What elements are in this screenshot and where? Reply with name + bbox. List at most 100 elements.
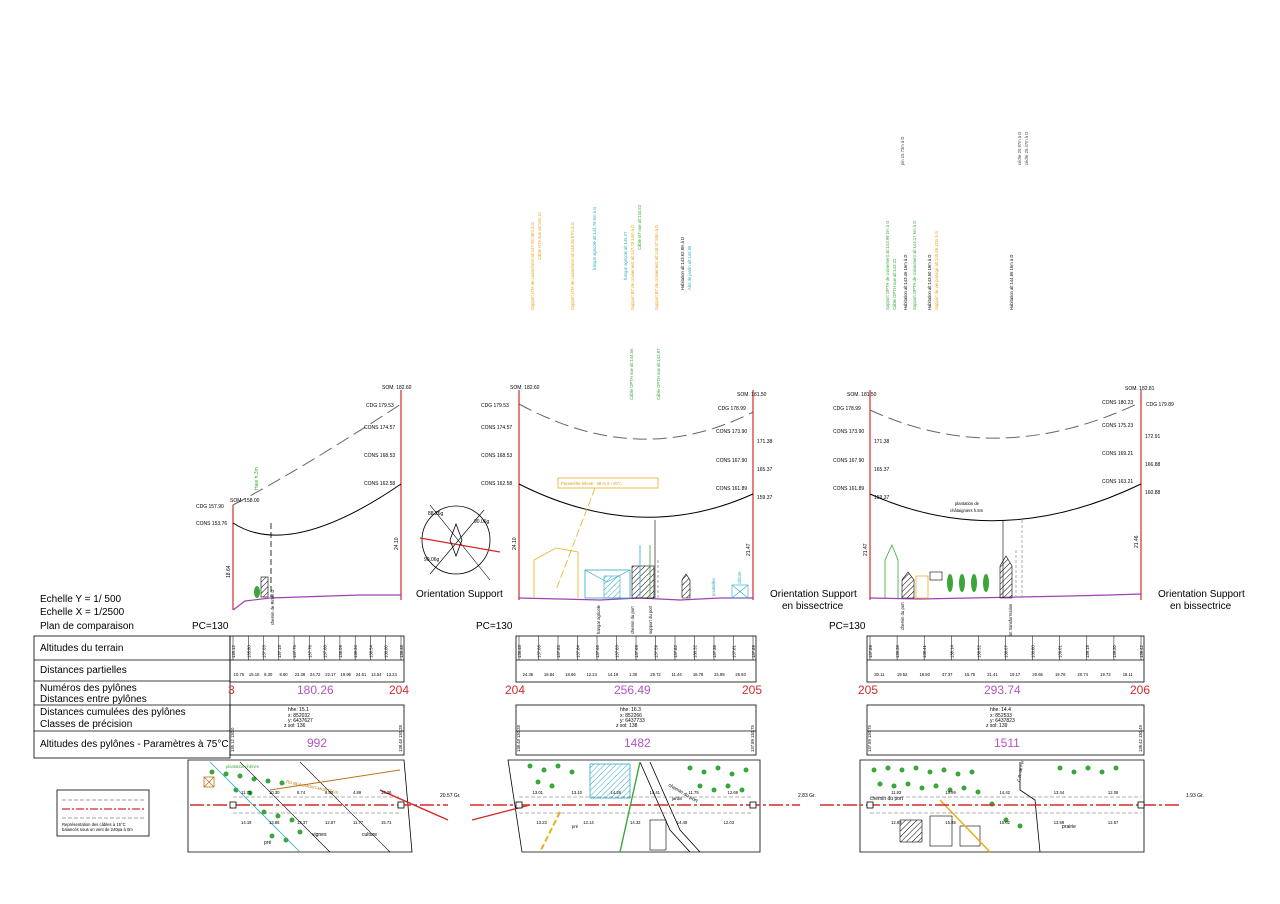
terrain-altitude: 137.89 <box>868 645 873 658</box>
span1-cumul: 992 <box>307 736 327 750</box>
obstacle-annotation: hangar agricole alt:144.79 5m à G <box>592 207 597 270</box>
map-distance: 14.19 <box>241 820 252 825</box>
map-distance: 11.93 <box>891 790 902 795</box>
span3-cons-left-2: CONS 167.90 <box>833 458 864 464</box>
partial-distance: 30.11 <box>874 672 885 677</box>
span3-pylon-right-number: 206 <box>1130 683 1150 697</box>
span3-rextra-3: 160.88 <box>1145 490 1161 496</box>
terrain-altitude: 137.59 <box>654 645 659 658</box>
orientation-label-3b: en bissectrice <box>1170 601 1232 612</box>
scale-y: Echelle Y = 1/ 500 <box>40 594 122 605</box>
key-line1: Représentation des câbles à 15°C <box>62 822 126 827</box>
terrain-altitude: 138.41 <box>922 645 927 658</box>
obstacle-annotation: Habitation alt:143.46 16m à D <box>903 255 908 310</box>
span-3: SOM. 181.50 CDG 178.99 CONS 173.90 CONS … <box>820 132 1245 853</box>
terrain-altitude: 137.69 <box>634 645 639 658</box>
map-distance: 13.01 <box>533 790 544 795</box>
partial-distance: 19.73 <box>1100 672 1111 677</box>
partial-distance: 21.41 <box>987 672 998 677</box>
partial-distance: 18.78 <box>693 672 704 677</box>
map-distance: 11.77 <box>353 820 364 825</box>
map-distance: 13.10 <box>572 790 583 795</box>
map-distance: 13.37 <box>297 820 308 825</box>
span2-cdg-left: CDG 179.53 <box>481 403 509 409</box>
span2-pylon-left-number: 204 <box>505 683 525 697</box>
orientation-label-2: Orientation Support <box>770 589 857 600</box>
terrain-altitude: 137.75 <box>292 645 297 658</box>
partial-distance: 19.50 <box>919 672 930 677</box>
map-distance: 8.74 <box>297 790 306 795</box>
span2-pyl-alt-right: 137.89 130.75 <box>750 725 755 752</box>
partial-distance: 14.19 <box>608 672 619 677</box>
span-2: SOM. 182.60 CDG 179.53 CONS 174.57 CONS … <box>470 204 857 853</box>
terrain-altitude: 138.09 <box>338 645 343 658</box>
span2-map-pre: pré <box>572 824 579 829</box>
partial-distance: 19.52 <box>897 672 908 677</box>
terrain-altitude: 137.38 <box>712 645 717 658</box>
terrain-altitude: 138.52 <box>976 645 981 658</box>
span1-map-vignes: vignes <box>312 832 327 838</box>
orientation-label-3: Orientation Support <box>1158 589 1245 600</box>
map-distance: 14.99 <box>945 790 956 795</box>
span3-pc: PC=130 <box>829 621 866 632</box>
terrain-altitude: 138.67 <box>1004 645 1009 658</box>
terrain-altitude: 137.15 <box>277 645 282 658</box>
map-distance: 14.48 <box>677 820 688 825</box>
span1-pyl-alt-left: 135.12 130.0 <box>230 727 235 752</box>
span1-cons-right-2: CONS 168.53 <box>364 453 395 459</box>
map-distance: 12.87 <box>325 820 336 825</box>
span2-gr: 2.83 Gr. <box>798 793 816 799</box>
row-altitudes-pylones: Altitudes des pylônes - Paramètres à 75°… <box>40 739 229 750</box>
terrain-altitude: 135.80 <box>246 645 251 658</box>
obstacle-annotation: Support de vie protégé alt:145.69 12m à … <box>934 231 939 310</box>
terrain-altitude: 138.32 <box>693 645 698 658</box>
terrain-altitude: 139.01 <box>1058 645 1063 658</box>
span2-landmark-poubelles: poubelles <box>711 578 716 596</box>
map-distance: 14.41 <box>650 790 661 795</box>
terrain-altitude: 137.81 <box>732 645 737 658</box>
terrain-altitude: 138.38 <box>895 645 900 658</box>
row-altitudes-terrain: Altitudes du terrain <box>40 643 123 654</box>
partial-distance: 13.24 <box>386 672 397 677</box>
obstacle-annotation: Support HTA de croisement alt:148.25 67m… <box>570 222 575 310</box>
terrain-altitude: 138.48 <box>517 645 522 658</box>
span2-cons-right-1: CONS 173.90 <box>716 429 747 435</box>
terrain-altitude: 137.76 <box>307 645 312 658</box>
partial-distance: 20.66 <box>1032 672 1043 677</box>
partial-distance: 25.93 <box>735 672 746 677</box>
legend-labels: Echelle Y = 1/ 500 Echelle X = 1/2500 Pl… <box>33 594 231 759</box>
span3-cons-left-1: CONS 173.90 <box>833 429 864 435</box>
span2-extra-2: 165.37 <box>757 467 773 473</box>
span2-cons-left-1: CONS 174.57 <box>481 425 512 431</box>
scale-x: Echelle X = 1/2500 <box>40 607 125 618</box>
span3-cdg-left: CDG 178.99 <box>833 406 861 412</box>
span3-plan-map: chemin du port C.R. de Fer prairie 1.93 … <box>820 759 1204 853</box>
terrain-altitude: 137.83 <box>615 645 620 658</box>
span3-map-cr: C.R. de Fer <box>1016 759 1025 782</box>
partial-distance: 11.44 <box>672 672 683 677</box>
span1-coord-x: x: 852032 <box>288 713 310 719</box>
partial-distance: 20.74 <box>1078 672 1089 677</box>
terrain-altitude: 137.03 <box>262 645 267 658</box>
terrain-altitude: 139.15 <box>1085 645 1090 658</box>
span2-landmark-chemin: chemin du port <box>630 605 635 634</box>
obstacle-annotation: Support OPTH de croisement alt:144.17 6m… <box>912 221 917 310</box>
terrain-altitude: 137.68 <box>537 645 542 658</box>
map-distance: 12.06 <box>1108 790 1119 795</box>
partial-distance: 10.75 <box>234 672 245 677</box>
orientation-label-2b: en bissectrice <box>782 601 844 612</box>
terrain-altitude: 138.80 <box>384 645 389 658</box>
map-distance: 14.28 <box>611 790 622 795</box>
partial-distance: 8.60 <box>279 672 288 677</box>
terrain-altitude: 137.89 <box>751 645 756 658</box>
row-distances-cumulees: Distances cumulées des pylônes <box>40 707 186 718</box>
span2-landmark-support: support du port <box>648 605 653 634</box>
span1-cdg-left: CDG 157.90 <box>196 504 224 510</box>
obstacle-annotation: Support BT de croisement alt:148.57 58m … <box>654 225 659 310</box>
obstacle-annotation: Support HTA de croisement alt:147.28 18m… <box>530 222 535 310</box>
span1-gr: 20.57 Gr. <box>440 793 461 799</box>
